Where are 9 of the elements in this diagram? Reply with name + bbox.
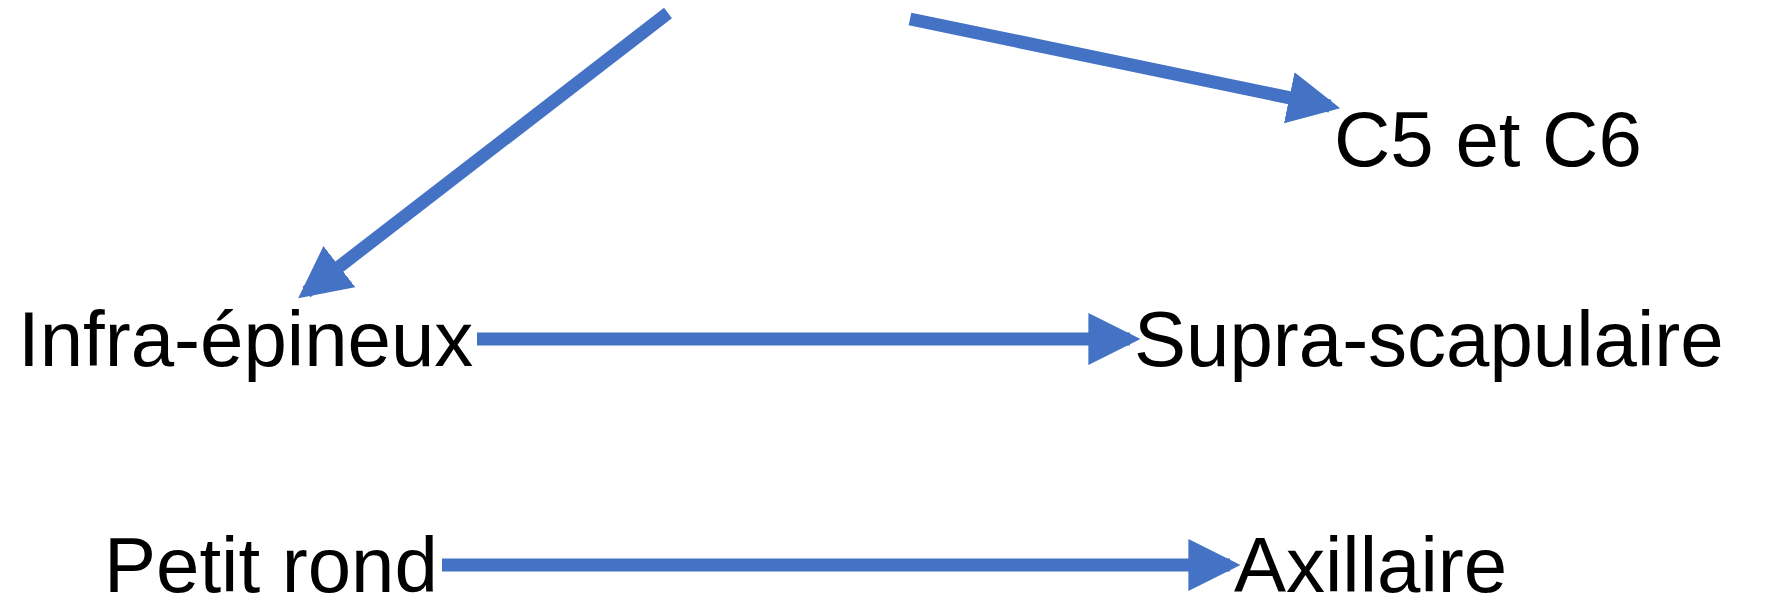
arrow	[477, 313, 1141, 365]
node-label: Infra-épineux	[14, 292, 478, 386]
node-label: Petit rond	[100, 518, 442, 605]
arrow	[908, 12, 1341, 124]
node-label: C5 et C6	[1330, 92, 1646, 186]
node-label: Axillaire	[1230, 518, 1512, 605]
node-label: Supra-scapulaire	[1130, 292, 1728, 386]
arrow	[298, 7, 672, 299]
arrow	[442, 539, 1241, 591]
